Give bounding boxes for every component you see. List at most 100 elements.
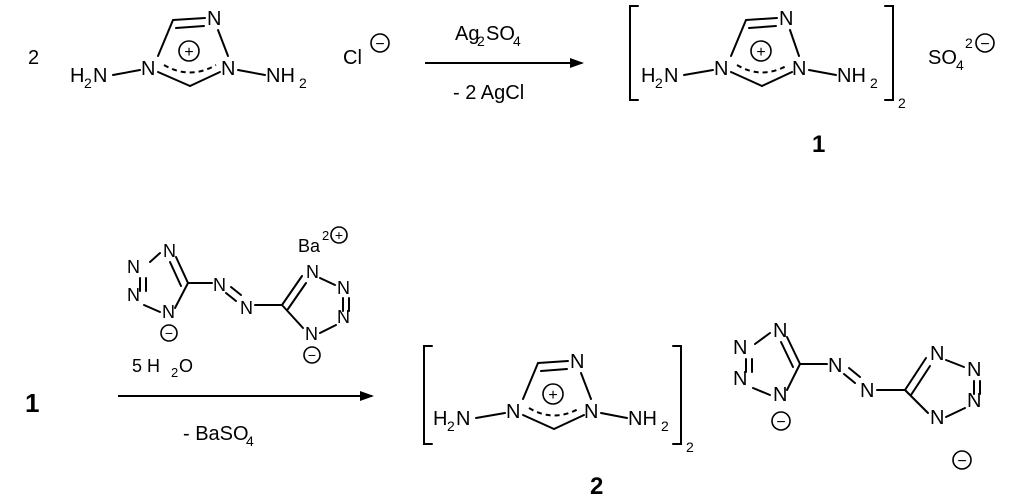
sulfate-subscript: 4 bbox=[956, 57, 964, 73]
delocalization-dash bbox=[163, 64, 217, 74]
ring-bond bbox=[319, 277, 336, 286]
ring-bond bbox=[904, 389, 929, 414]
negative-charge-circle bbox=[771, 411, 791, 431]
ring-n4: N bbox=[714, 58, 728, 80]
product-1-bracket: 2 H 2 N N N N + NH 2 bbox=[629, 5, 906, 111]
bond-n-n-left bbox=[112, 69, 141, 76]
sulfate-charge-number: 2 bbox=[965, 35, 973, 51]
ring-double-bond bbox=[910, 365, 931, 396]
compound-label-2: 2 bbox=[590, 473, 603, 500]
compound-label-1: 1 bbox=[812, 131, 825, 158]
ring-bond bbox=[730, 71, 763, 87]
reaction-arrow-1: Ag 2 SO 4 - 2 AgCl bbox=[425, 23, 584, 104]
amine-subscript-right: 2 bbox=[299, 75, 307, 91]
negative-charge-sign: − bbox=[957, 453, 966, 470]
stoichiometric-coefficient: 2 bbox=[28, 47, 39, 69]
ring-bond bbox=[761, 71, 793, 87]
ring-bond bbox=[580, 372, 592, 400]
bond-n-n-left bbox=[475, 412, 506, 419]
ring-double-bond bbox=[175, 25, 205, 29]
azo-double-bond bbox=[230, 286, 242, 296]
azo-n: N bbox=[213, 275, 226, 295]
tetrazole-n: N bbox=[733, 337, 747, 359]
ring-bond bbox=[522, 362, 539, 400]
positive-charge-circle bbox=[178, 40, 200, 62]
bond-n-n-left bbox=[683, 69, 714, 76]
reaction-arrow-2: - BaSO 4 bbox=[118, 391, 374, 449]
ring-bond bbox=[281, 304, 304, 329]
reagent-sulfate-subscript: 4 bbox=[513, 33, 521, 49]
tetrazole-n: N bbox=[337, 307, 350, 327]
ring-n4: N bbox=[141, 58, 155, 80]
negative-charge-circle bbox=[370, 33, 390, 53]
tetrazole-n: N bbox=[127, 285, 140, 305]
positive-charge-circle bbox=[750, 40, 772, 62]
ring-n2: N bbox=[792, 58, 806, 80]
water-of-hydration: 5 H 2 O bbox=[132, 356, 193, 380]
amine-n-left: N bbox=[456, 408, 470, 430]
negative-charge-circle bbox=[160, 324, 178, 342]
reagent-silver: Ag bbox=[455, 23, 479, 45]
positive-charge-sign: + bbox=[184, 44, 193, 61]
ring-bond bbox=[281, 275, 303, 306]
tetrazole-n: N bbox=[163, 241, 176, 261]
ring-double-bond bbox=[540, 368, 568, 372]
water-subscript: 2 bbox=[171, 365, 178, 380]
delocalization-dash bbox=[736, 64, 789, 74]
bracket-right bbox=[672, 345, 682, 445]
reagent-silver-subscript: 2 bbox=[477, 33, 485, 49]
byproduct-baso4: - BaSO bbox=[183, 423, 249, 445]
ring-bond bbox=[786, 336, 801, 365]
positive-charge-sign: + bbox=[335, 227, 343, 243]
negative-charge-sign: − bbox=[776, 414, 785, 431]
tetrazole-n: N bbox=[306, 262, 319, 282]
ring-bond bbox=[789, 29, 800, 57]
tetrazole-n: N bbox=[967, 359, 981, 381]
ring-bond bbox=[175, 256, 189, 284]
negative-charge-sign: − bbox=[308, 347, 316, 363]
ring-bond bbox=[149, 252, 161, 263]
positive-charge-sign: + bbox=[756, 44, 765, 61]
arrow-head-1 bbox=[570, 58, 584, 68]
ring-bond bbox=[786, 363, 801, 391]
chloride-symbol: Cl bbox=[343, 47, 362, 69]
sulfate-symbol: SO bbox=[928, 47, 957, 69]
negative-charge-circle bbox=[975, 33, 995, 53]
amine-subscript-left: 2 bbox=[84, 75, 92, 91]
tetrazole-n: N bbox=[733, 368, 747, 390]
amine-subscript-right: 2 bbox=[870, 75, 878, 91]
chloride-anion: Cl − bbox=[343, 33, 390, 69]
negative-charge-sign: − bbox=[980, 36, 989, 53]
tetrazole-n: N bbox=[967, 390, 981, 412]
azotetrazolate-anion-product: N N N N − N N N N N N − bbox=[733, 320, 981, 470]
ring-n1: N bbox=[207, 8, 221, 30]
azo-n: N bbox=[828, 355, 842, 377]
bond-n-n-right bbox=[808, 69, 837, 76]
amine-h-left: H bbox=[433, 408, 447, 430]
reactant-label-1: 1 bbox=[25, 388, 39, 418]
product-2-bracket: 2 H 2 N N N N + NH 2 bbox=[423, 345, 694, 455]
barium-charge-number: 2 bbox=[322, 228, 329, 243]
bracket-right bbox=[884, 5, 894, 101]
bond-n-n-right bbox=[237, 69, 266, 76]
tetrazole-n: N bbox=[930, 343, 944, 365]
reagent-sulfate: SO bbox=[486, 23, 515, 45]
ring-bond bbox=[945, 407, 966, 418]
bracket-subscript: 2 bbox=[686, 439, 694, 455]
ring-n2: N bbox=[584, 401, 598, 423]
ring-n4: N bbox=[506, 401, 520, 423]
ring-double-bond bbox=[748, 25, 777, 29]
azo-bond bbox=[225, 292, 237, 302]
ring-n2: N bbox=[221, 58, 235, 80]
bracket-subscript: 2 bbox=[898, 95, 906, 111]
amine-nh-right: NH bbox=[837, 65, 866, 87]
ring-bond bbox=[522, 414, 555, 430]
ring-double-bond bbox=[169, 261, 182, 287]
negative-charge-sign: − bbox=[375, 36, 384, 53]
bond-n-n-right bbox=[600, 412, 628, 419]
amine-subscript-right: 2 bbox=[661, 418, 669, 434]
barium-symbol: Ba bbox=[298, 236, 321, 256]
tetrazole-n: N bbox=[337, 278, 350, 298]
amine-h-left: H bbox=[641, 65, 655, 87]
